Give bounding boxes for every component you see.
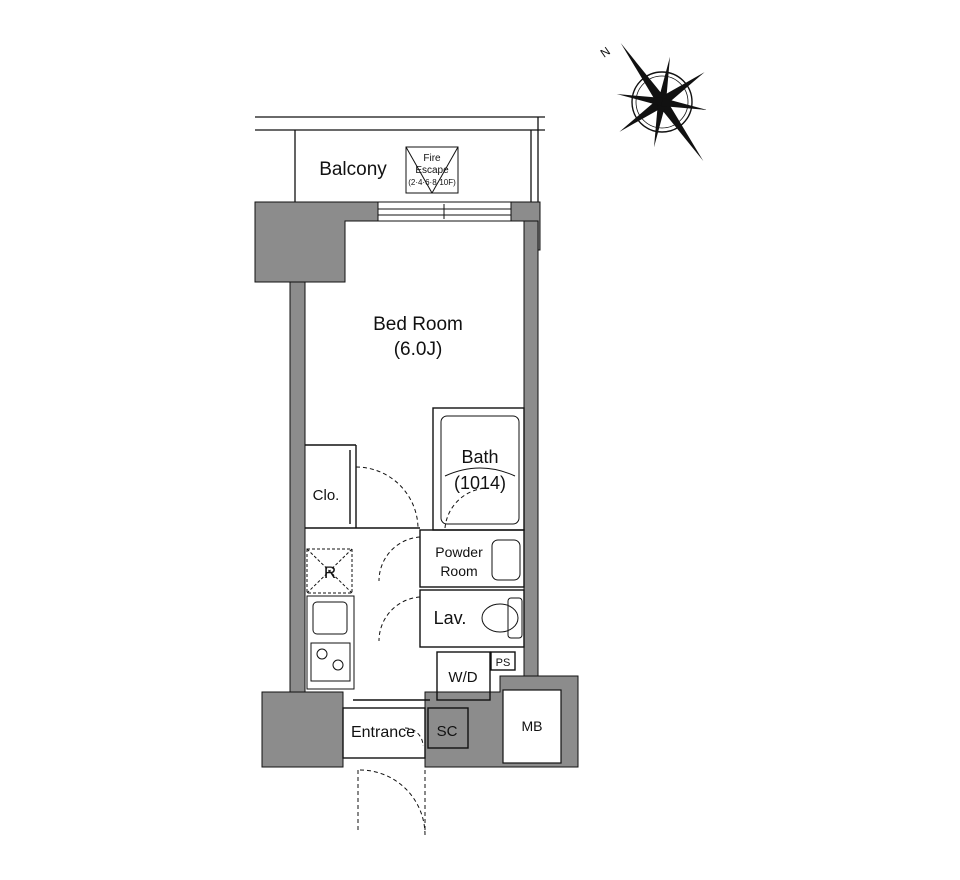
balcony-label: Balcony xyxy=(319,159,387,180)
sink xyxy=(312,601,348,635)
fire-escape-label-line1: Fire xyxy=(423,153,441,164)
bath-size-label: (1014) xyxy=(454,473,506,493)
door-swings xyxy=(355,466,490,836)
fire-escape-hatch xyxy=(405,146,459,194)
fire-escape-label-line3: (2·4·6·8·10F) xyxy=(408,178,456,187)
refrigerator-label: R xyxy=(324,563,336,582)
powder-room-label-line2: Room xyxy=(440,563,477,579)
partitions xyxy=(305,407,525,759)
pipe-space-label: PS xyxy=(496,657,511,669)
powder-room-label-line1: Powder xyxy=(435,544,483,560)
bath-label: Bath xyxy=(461,447,498,467)
basin xyxy=(491,539,521,581)
kitchen-counter xyxy=(306,595,355,690)
bedroom-label: Bed Room xyxy=(373,314,463,335)
bathtub xyxy=(440,415,520,525)
walls xyxy=(254,201,579,768)
fire-escape-label-line2: Escape xyxy=(415,165,449,176)
entrance-label: Entrance xyxy=(351,724,415,741)
refrigerator-space xyxy=(306,548,353,594)
washer-dryer-label: W/D xyxy=(448,669,477,686)
bathtub-curve xyxy=(444,467,516,477)
bedroom-window xyxy=(377,201,512,222)
lavatory-label: Lav. xyxy=(434,608,467,628)
shoe-closet-label: SC xyxy=(437,723,458,740)
meter-box xyxy=(502,689,562,764)
bedroom-size-label: (6.0J) xyxy=(394,339,443,360)
closet-label: Clo. xyxy=(313,487,340,504)
toilet xyxy=(481,597,523,639)
stove xyxy=(310,642,351,682)
balcony-area xyxy=(255,116,545,202)
compass-north-label: N xyxy=(598,44,613,60)
compass-icon: N xyxy=(598,43,708,161)
meter-box-label: MB xyxy=(522,718,543,734)
